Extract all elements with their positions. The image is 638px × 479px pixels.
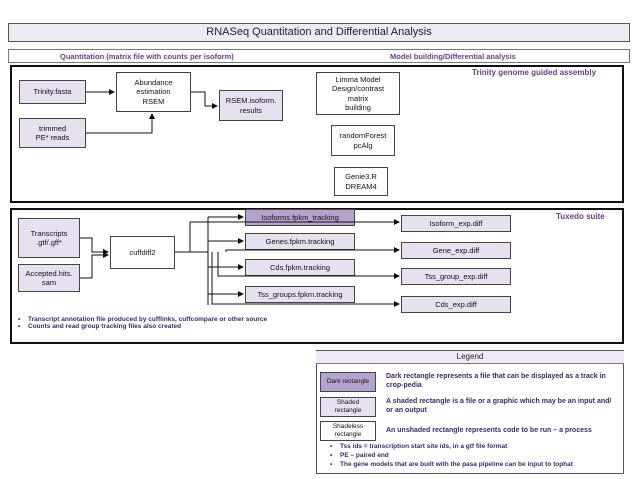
diff-gene-box: Gene_exp.diff xyxy=(401,242,511,259)
tuxedo-note-item: •Counts and read group tracking files al… xyxy=(18,323,182,330)
arrow-to-tss-group-diff xyxy=(217,252,400,279)
arrow-accepted-to-cuffdiff xyxy=(80,252,109,279)
legend-shadeless-desc: An unshaded rectangle represents code to… xyxy=(386,427,592,434)
legend-note-item: •PE – paired end xyxy=(330,451,389,459)
arrow-to-cds-diff xyxy=(211,252,400,307)
cuffdiff-process-box: cuffdiff2 xyxy=(110,236,175,269)
arrow-to-isoform-diff xyxy=(189,219,400,252)
trinity-fasta-box: Trinity.fasta xyxy=(19,80,86,104)
model-building-header: Model building/Differential analysis xyxy=(390,52,516,61)
arrow-transcripts-to-cuffdiff xyxy=(80,237,109,255)
rsem-results-box: RSEM.isoform. results xyxy=(219,90,283,121)
legend-dark-sample: Dark rectangle xyxy=(320,372,376,392)
section-header-bar xyxy=(8,49,630,63)
randomforest-box: randomForest pcAlg xyxy=(331,125,395,156)
legend-notes: •Tss ids = transcription start site ids,… xyxy=(330,443,620,469)
tracking-tss-box: Tss_groups.fpkm.tracking xyxy=(245,286,355,303)
diagram-title: RNASeq Quantitation and Differential Ana… xyxy=(8,23,630,42)
quantitation-header: Quantitation (matrix file with counts pe… xyxy=(60,52,234,61)
trimmed-reads-box: trimmed PE* reads xyxy=(19,118,86,148)
legend-shaded-sample: Shaded rectangle xyxy=(320,397,376,417)
diff-tss-group-box: Tss_group_exp.diff xyxy=(401,268,511,285)
tuxedo-notes: •Transcript annotation file produced by … xyxy=(18,316,288,330)
legend-shadeless-sample: Shadeless rectangle xyxy=(320,421,376,441)
arrow-reads-to-rsem xyxy=(86,113,155,134)
limma-box: Limma Model Design/contrast matrix build… xyxy=(316,72,400,115)
arrow-to-gene-diff xyxy=(225,247,400,253)
legend-note-item: •The gene models that are built with the… xyxy=(330,460,573,468)
legend-title: Legend xyxy=(316,351,624,364)
diff-cds-box: Cds_exp.diff xyxy=(401,296,511,313)
diff-isoform-box: Isoform_exp.diff xyxy=(401,215,511,232)
tuxedo-panel-label: Tuxedo suite xyxy=(556,212,605,221)
legend-note-item: •Tss ids = transcription start site ids,… xyxy=(330,443,508,450)
trinity-panel-label: Trinity genome guided assembly xyxy=(472,68,597,77)
legend-shaded-desc: A shaded rectangle is a file or a graphi… xyxy=(386,398,612,414)
tuxedo-note-item: •Transcript annotation file produced by … xyxy=(18,316,268,323)
rsem-process-box: Abundance estimation RSEM xyxy=(116,72,191,112)
transcripts-gtf-box: Transcripts .gtf/.gff* xyxy=(18,218,80,258)
arrow-rsem-to-results xyxy=(191,91,218,109)
legend-dark-desc: Dark rectangle represents a file that ca… xyxy=(386,373,606,389)
accepted-hits-box: Accepted.hits. sam xyxy=(18,264,80,292)
genie-box: Genie3.R DREAM4 xyxy=(334,167,388,196)
